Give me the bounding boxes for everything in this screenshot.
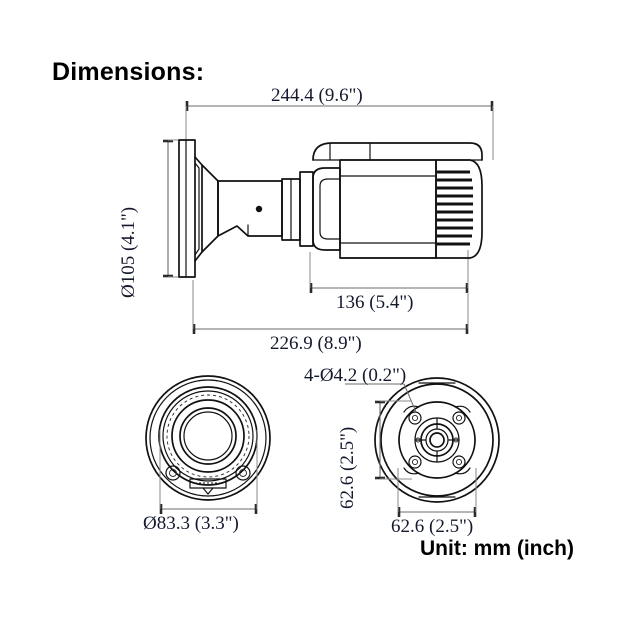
dimension-hole-spacing-horizontal <box>397 468 477 517</box>
dimension-overall-length <box>185 101 494 160</box>
dimension-label-screw-hole-callout: 4-Ø4.2 (0.2") <box>304 365 407 386</box>
mounting-base-view-geometry <box>374 377 500 503</box>
dimension-mount-plate-diameter <box>163 139 192 278</box>
mounting-screw-holes <box>403 405 471 475</box>
dimension-label-hole-spacing-horizontal: 62.6 (2.5") <box>391 516 474 537</box>
dimension-label-body-length: 136 (5.4") <box>336 292 414 313</box>
unit-note: Unit: mm (inch) <box>420 537 574 560</box>
dimension-label-hole-spacing-vertical: 62.6 (2.5") <box>337 426 358 509</box>
dimension-label-lens-housing-diameter: Ø83.3 (3.3") <box>143 513 239 534</box>
dimension-label-body-to-mount-length: 226.9 (8.9") <box>270 333 362 354</box>
dimension-screw-hole-callout <box>345 383 417 413</box>
heatsink-fins <box>437 170 473 246</box>
dimension-label-overall-length: 244.4 (9.6") <box>271 85 363 106</box>
camera-side-view-geometry <box>178 139 483 278</box>
dimension-lens-housing-diameter <box>159 430 258 514</box>
page-title: Dimensions: <box>52 58 205 86</box>
dimension-label-mount-plate-diameter: Ø105 (4.1") <box>118 206 139 298</box>
camera-front-view-geometry <box>145 375 271 501</box>
dimension-body-length <box>309 250 469 293</box>
dimension-body-to-mount-length <box>192 280 469 334</box>
dimension-hole-spacing-vertical <box>375 400 412 480</box>
